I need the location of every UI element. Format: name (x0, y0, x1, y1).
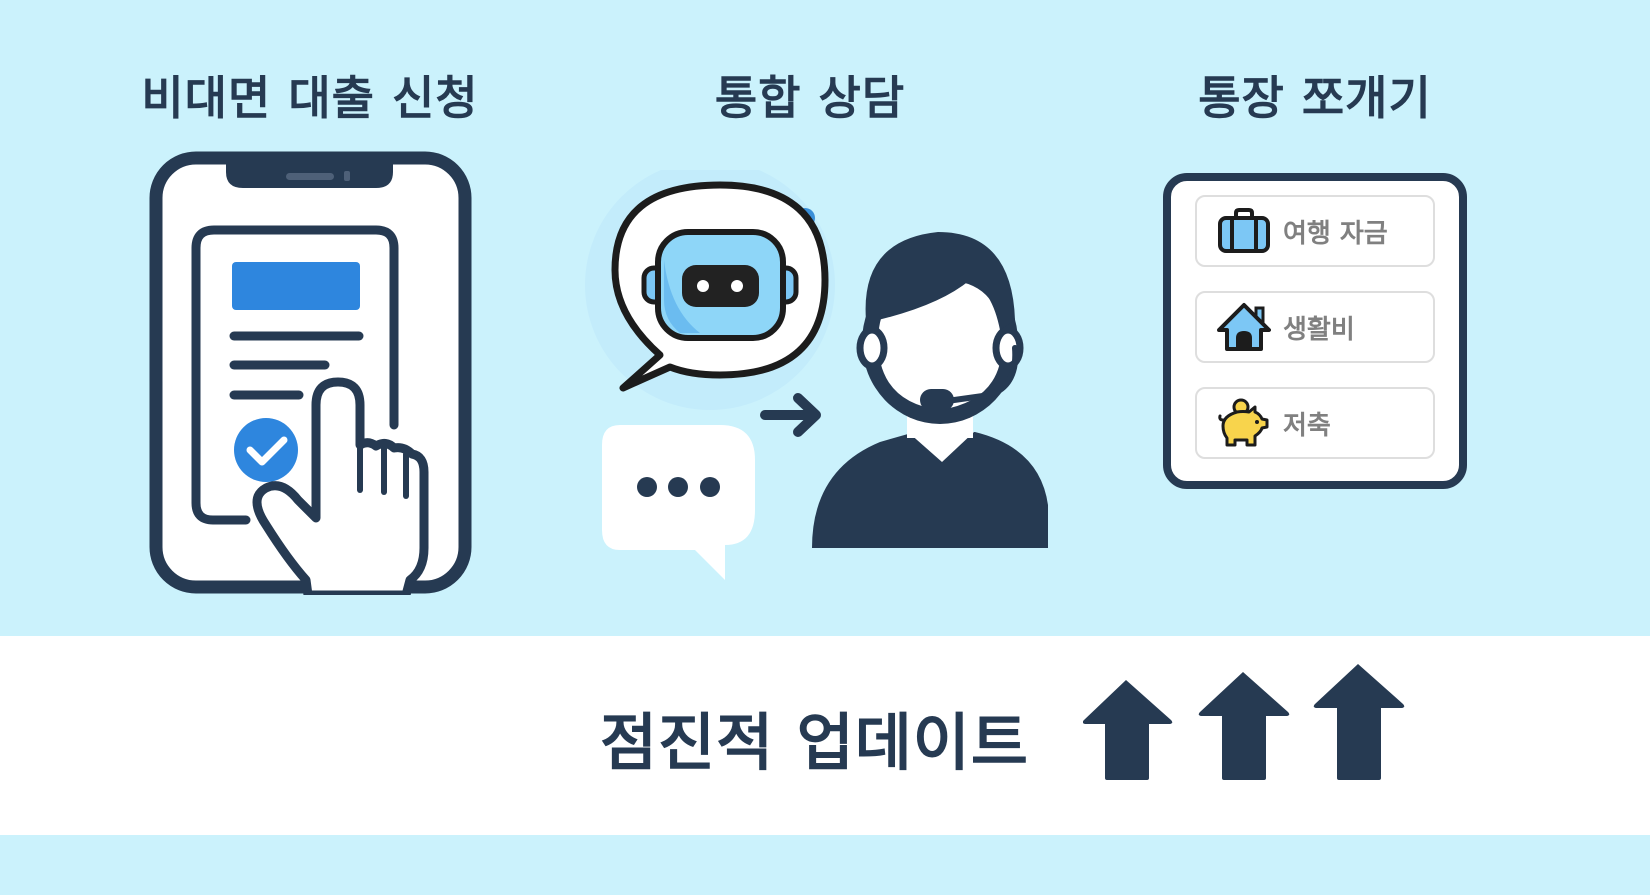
agent-headset-icon (812, 232, 1048, 548)
wallet-item-label: 저축 (1283, 410, 1331, 441)
wallet-item-label: 생활비 (1283, 314, 1355, 345)
phone-document-tap-icon (149, 151, 472, 595)
feature-title-loan: 비대면 대출 신청 (141, 71, 479, 125)
wallet-item-travel[interactable]: 여행 자금 (1195, 195, 1435, 267)
up-arrow-icon (1198, 672, 1290, 780)
piggy-bank-icon (1217, 396, 1271, 450)
wallet-item-savings[interactable]: 저축 (1195, 387, 1435, 459)
chatbot-to-agent-icon (585, 170, 1048, 580)
up-arrow-icon (1313, 664, 1405, 780)
typing-bubble-icon (602, 425, 755, 580)
wallet-item-living[interactable]: 생활비 (1195, 291, 1435, 363)
feature-title-split: 통장 쪼개기 (1198, 71, 1432, 125)
wallet-category-card: 여행 자금 생활비 저축 (1163, 173, 1467, 489)
up-arrows-icon (1083, 664, 1405, 780)
up-arrow-icon (1083, 680, 1173, 780)
feature-title-consult: 통합 상담 (714, 71, 906, 125)
wallet-item-label: 여행 자금 (1283, 218, 1388, 249)
update-label: 점진적 업데이트 (600, 706, 1029, 779)
suitcase-icon (1217, 204, 1271, 258)
house-icon (1217, 300, 1271, 354)
robot-bubble-icon (611, 181, 829, 392)
arrow-right-icon (760, 393, 821, 437)
